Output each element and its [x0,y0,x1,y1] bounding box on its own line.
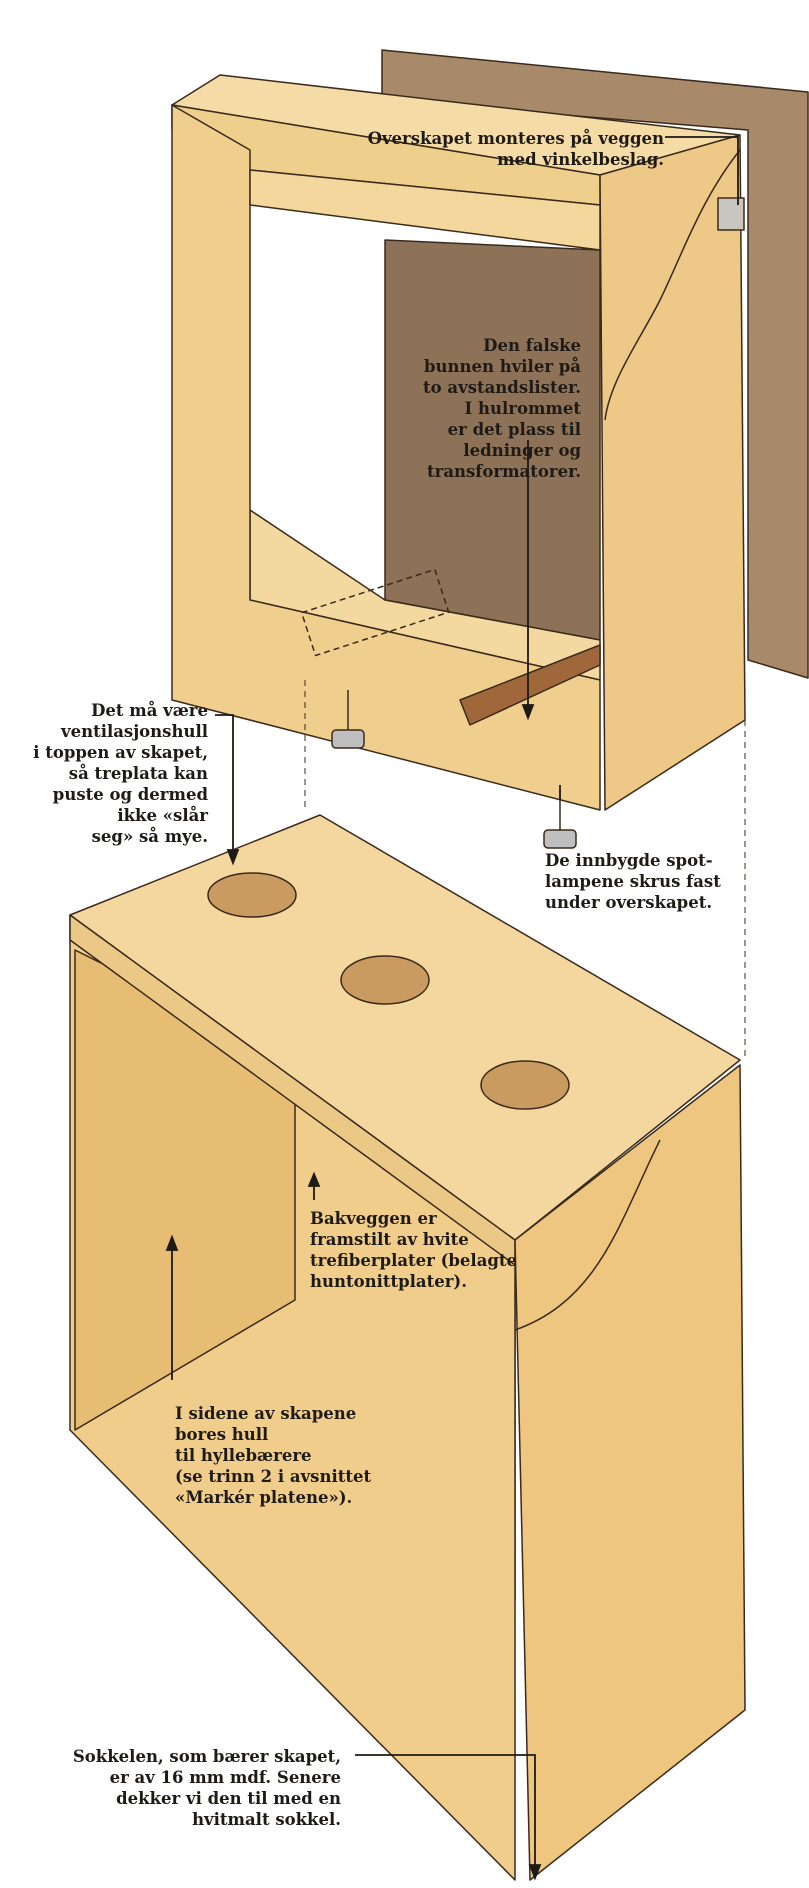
annotation-ventilation: Det må være ventilasjonshull i toppen av… [33,701,208,846]
wall-bracket-icon [717,197,745,231]
spacer-batten [459,644,601,726]
spotlight-icon [331,690,365,749]
annotation-spotlights: De innbygde spot- lampene skrus fast und… [545,851,721,912]
ventilation-hole [480,1060,570,1110]
annotation-plinth: Sokkelen, som bærer skapet, er av 16 mm … [72,1747,341,1829]
ventilation-hole [207,872,297,918]
annotation-wall-mount: Overskapet monteres på veggen med vinkel… [367,129,664,169]
annotation-shelf-holes: I sidene av skapene bores hull til hylle… [175,1404,372,1507]
annotation-false-bottom: Den falske bunnen hviler på to avstandsl… [423,336,581,481]
lower-right-side [514,1064,746,1881]
ventilation-hole [340,955,430,1005]
dashed-batten [300,568,450,657]
upper-right-side [599,134,746,811]
annotation-back-wall: Bakveggen er framstilt av hvite trefiber… [310,1209,518,1291]
upper-left-side [171,104,601,811]
